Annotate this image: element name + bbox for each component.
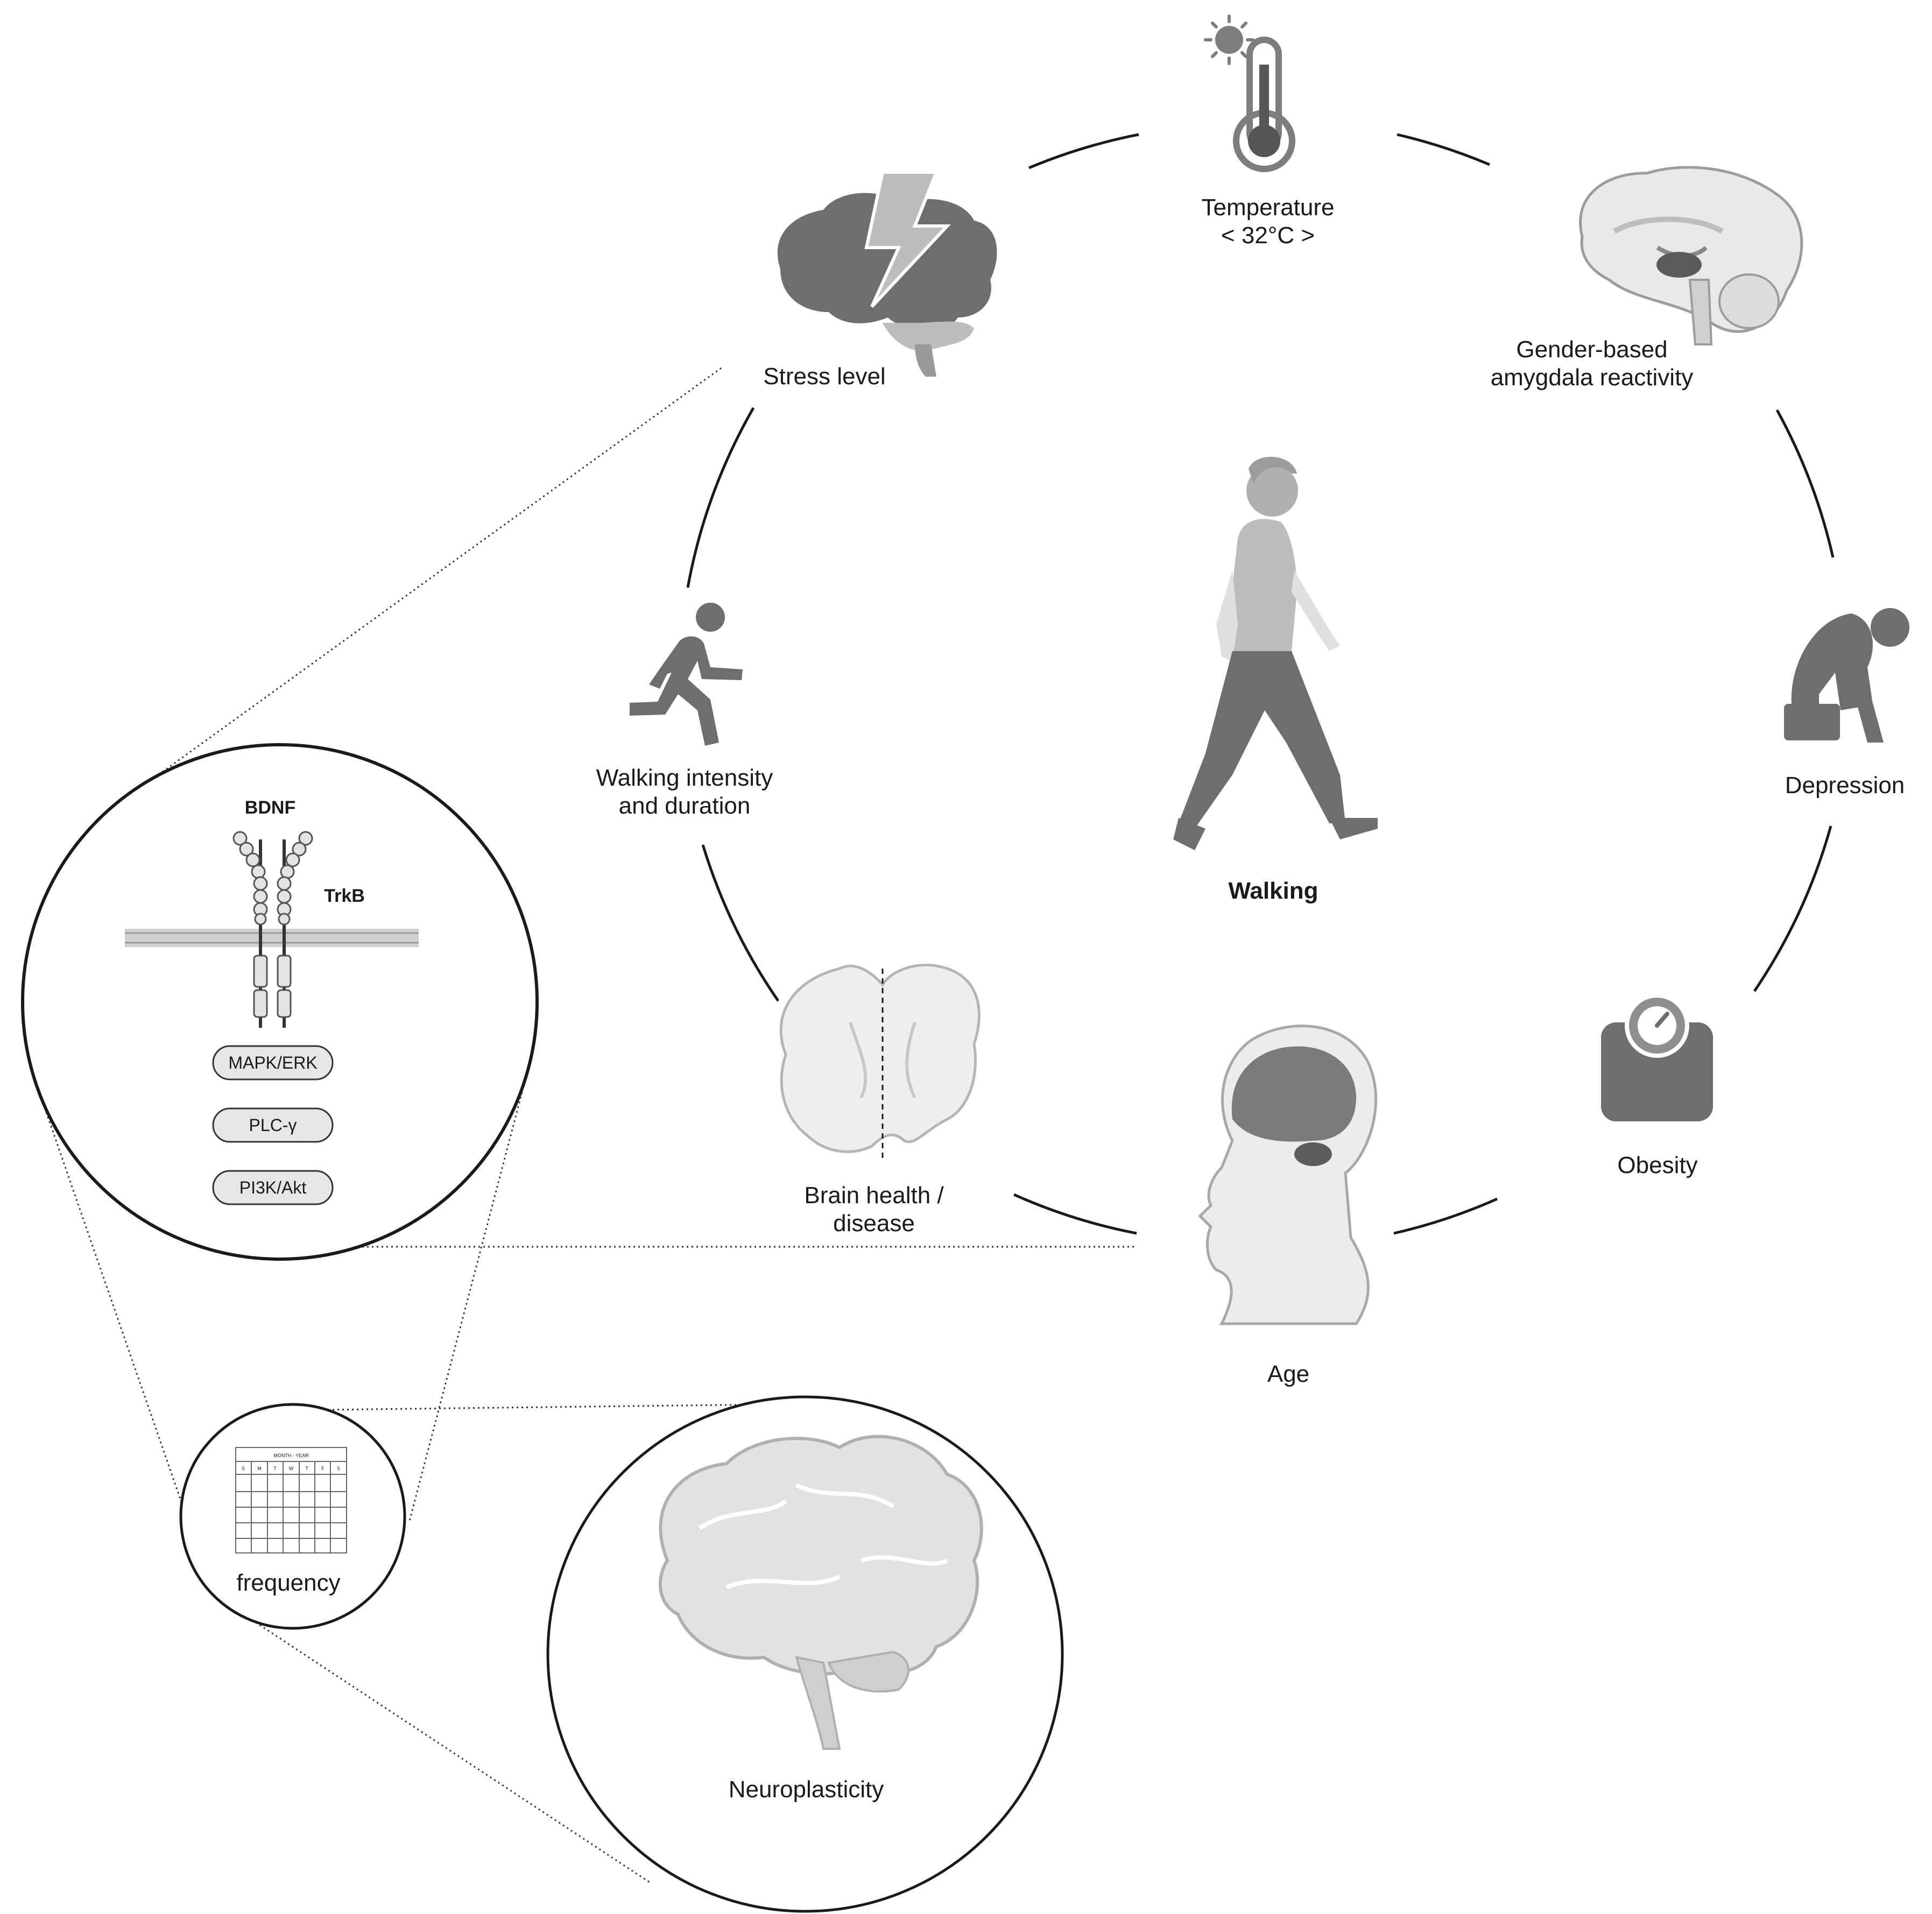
calendar-header: MONTH - YEAR xyxy=(273,1453,309,1458)
connector-frequency-to-neuroplasticity-bottom xyxy=(247,1616,652,1884)
calendar-weekday: W xyxy=(289,1466,294,1471)
neuroplasticity-panel: Neuroplasticity xyxy=(546,1395,1064,1913)
pathway-plc-gamma: PLC-γ xyxy=(212,1107,334,1143)
brain-coronal-icon xyxy=(779,963,981,1162)
arc-stress-temperature xyxy=(1028,133,1139,169)
walking-intensity-label-line2: and duration xyxy=(619,793,751,819)
calendar-icon xyxy=(235,1447,347,1553)
neuroplasticity-label: Neuroplasticity xyxy=(729,1776,884,1803)
calendar-weekday: T xyxy=(305,1466,308,1471)
zoom-connectors xyxy=(42,367,1136,1884)
scale-icon xyxy=(1601,993,1713,1121)
connector-stress-to-bdnf xyxy=(134,367,722,793)
pathway-label: MAPK/ERK xyxy=(228,1053,317,1072)
elderly-head-icon xyxy=(1198,1025,1378,1325)
calendar-weekday: S xyxy=(242,1466,245,1471)
cell-membrane xyxy=(125,929,419,947)
walking-intensity-label-line1: Walking intensity xyxy=(596,765,773,791)
bdnf-label: BDNF xyxy=(245,797,295,818)
brain-sagittal-icon xyxy=(1579,166,1803,345)
runner-icon xyxy=(630,603,743,746)
brain-icon xyxy=(658,1435,983,1750)
amygdala-label-line2: amygdala reactivity xyxy=(1491,364,1694,391)
arc-brainhealth-intensity xyxy=(701,844,780,1002)
arc-temperature-amygdala xyxy=(1397,133,1490,166)
arc-depression-obesity xyxy=(1753,825,1832,992)
calendar-weekday: S xyxy=(337,1466,340,1471)
pathway-label: PI3K/Akt xyxy=(239,1178,307,1197)
connector-bdnf-right-to-frequency xyxy=(408,1092,523,1523)
frequency-panel: MONTH - YEAR S M T W T F S frequency xyxy=(179,1403,406,1630)
walking-person-icon xyxy=(1173,456,1378,850)
trkb-receptor-icon xyxy=(232,831,313,1028)
arc-amygdala-depression xyxy=(1775,409,1835,558)
calendar-weekday: T xyxy=(273,1466,277,1471)
pathway-pi3k-akt: PI3K/Akt xyxy=(212,1170,334,1205)
stress-label: Stress level xyxy=(763,363,885,390)
pathway-mapk-erk: MAPK/ERK xyxy=(212,1045,334,1080)
calendar-weekday: F xyxy=(321,1466,325,1471)
frequency-label: frequency xyxy=(236,1570,340,1596)
calendar-weekday: M xyxy=(257,1466,262,1471)
center-label: Walking xyxy=(1228,878,1318,904)
brain-health-label-line2: disease xyxy=(833,1210,915,1237)
bdnf-trkb-panel: BDNF TrkB MAPK/ERK PLC-γ xyxy=(21,743,539,1261)
depression-label: Depression xyxy=(1785,772,1905,799)
trkb-label: TrkB xyxy=(324,886,365,906)
connector-bdnf-left-to-frequency xyxy=(42,1103,184,1507)
connector-frequency-to-neuroplasticity-top xyxy=(322,1403,770,1411)
amygdala-label-line1: Gender-based xyxy=(1516,336,1667,363)
cycle-ring xyxy=(686,133,1835,1235)
age-label: Age xyxy=(1267,1361,1309,1387)
temperature-value: < 32°C > xyxy=(1221,222,1315,249)
thermometer-icon xyxy=(1204,15,1295,172)
temperature-label: Temperature xyxy=(1201,194,1334,221)
stress-brain-icon xyxy=(777,171,997,377)
obesity-label: Obesity xyxy=(1617,1152,1697,1178)
frequency-circle xyxy=(179,1403,406,1630)
arc-intensity-stress xyxy=(686,407,755,588)
arc-age-brainhealth xyxy=(1013,1193,1137,1235)
brain-health-label-line1: Brain health / xyxy=(804,1182,944,1209)
pathway-label: PLC-γ xyxy=(249,1115,297,1135)
depressed-person-icon xyxy=(1784,608,1909,743)
arc-obesity-age xyxy=(1393,1197,1498,1235)
sun-icon xyxy=(1204,15,1254,65)
